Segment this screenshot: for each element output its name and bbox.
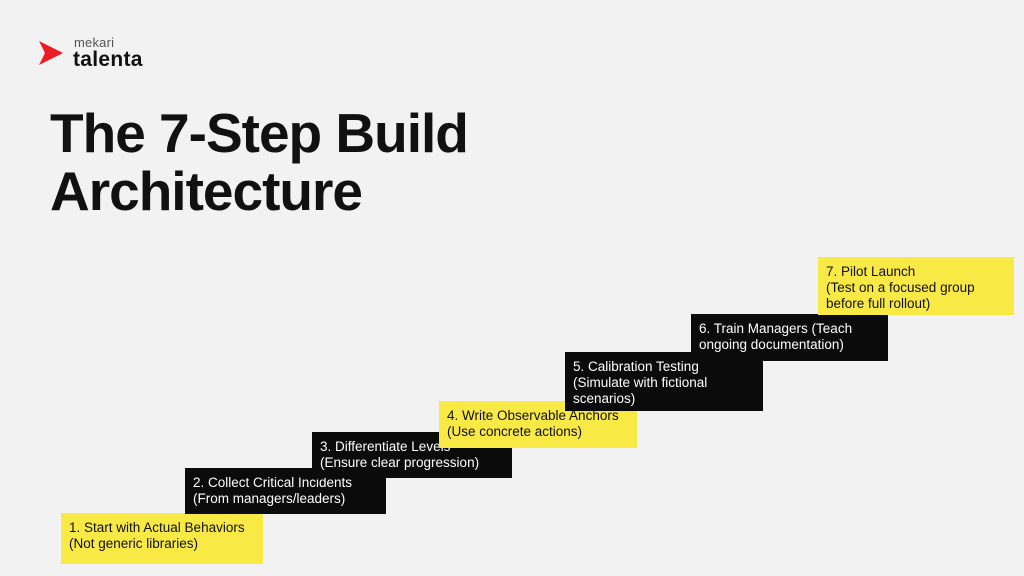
step-3-subtitle: (Ensure clear progression) — [320, 455, 480, 470]
step-4: 4. Write Observable Anchors (Use concret… — [439, 401, 637, 448]
step-6-title: 6. Train Managers (Teach — [699, 321, 853, 336]
step-5-title: 5. Calibration Testing — [573, 359, 699, 374]
step-6-subtitle: ongoing documentation) — [699, 337, 844, 352]
page-title: The 7-Step Build Architecture — [50, 102, 469, 222]
step-4-title: 4. Write Observable Anchors — [447, 408, 619, 423]
step-1-subtitle: (Not generic libraries) — [69, 536, 199, 551]
logo-wordmark-small: mekari — [74, 35, 115, 50]
title-line-1: The 7-Step Build — [50, 102, 469, 164]
step-6: 6. Train Managers (Teach ongoing documen… — [691, 314, 888, 361]
step-1: 1. Start with Actual Behaviors (Not gene… — [61, 513, 263, 564]
step-7-subtitle: (Test on a focused group — [826, 280, 975, 295]
step-2-title: 2. Collect Critical Incidents — [193, 475, 353, 490]
title-line-2: Architecture — [50, 160, 363, 222]
step-7-title: 7. Pilot Launch — [826, 264, 916, 279]
step-5-subtitle: (Simulate with fictional — [573, 375, 708, 390]
step-2-subtitle: (From managers/leaders) — [193, 491, 346, 506]
step-7-subtitle-cont: before full rollout) — [826, 296, 931, 311]
step-4-subtitle: (Use concrete actions) — [447, 424, 583, 439]
step-5: 5. Calibration Testing (Simulate with fi… — [565, 352, 763, 411]
step-7: 7. Pilot Launch (Test on a focused group… — [818, 257, 1014, 315]
step-5-subtitle-cont: scenarios) — [573, 391, 636, 406]
logo-wordmark-big: talenta — [73, 48, 143, 71]
mekari-arrow-icon — [39, 41, 63, 65]
step-1-title: 1. Start with Actual Behaviors — [69, 520, 245, 535]
step-3-title: 3. Differentiate Levels — [320, 439, 451, 454]
